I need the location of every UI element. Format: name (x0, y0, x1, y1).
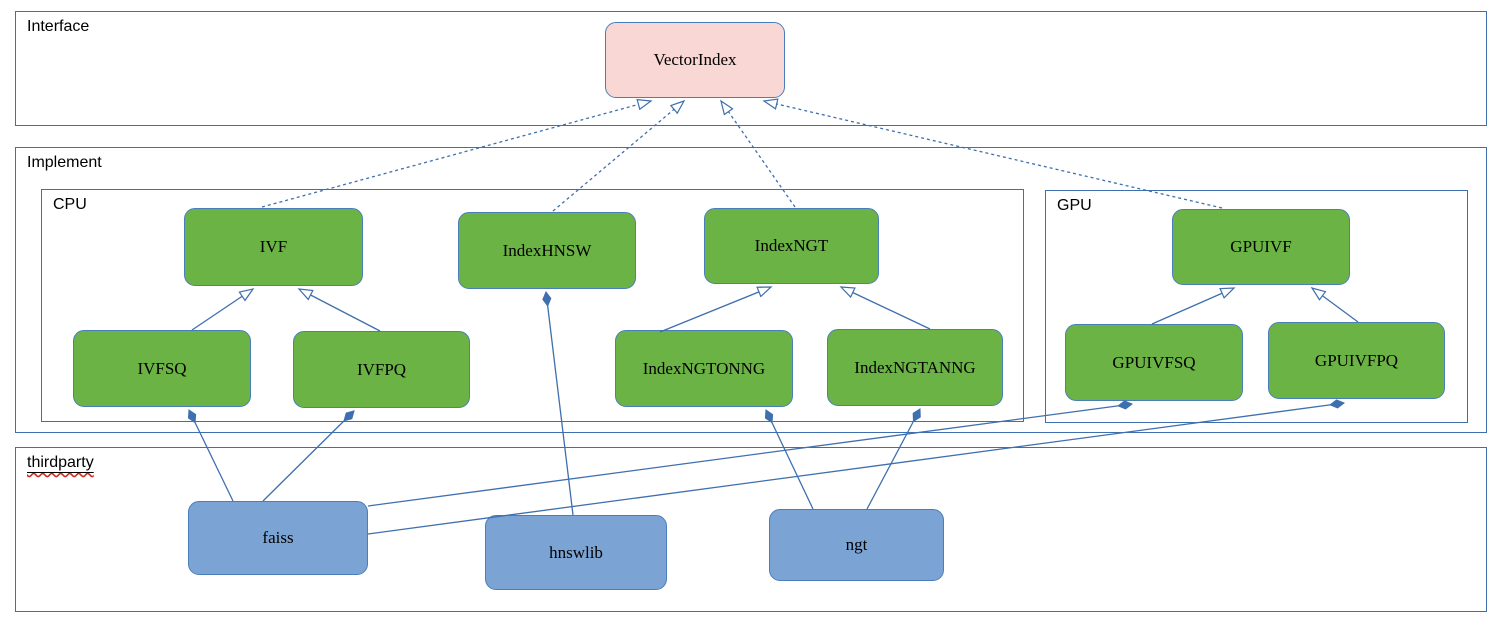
node-indexngtonng: IndexNGTONNG (615, 330, 793, 407)
section-cpu-label: CPU (53, 196, 87, 213)
node-vectorindex-label: VectorIndex (653, 50, 737, 69)
node-indexhnsw-label: IndexHNSW (502, 240, 592, 260)
node-indexngtonng-label: IndexNGTONNG (642, 358, 766, 378)
node-gpuivf: GPUIVF (1172, 209, 1350, 285)
node-ivfpq: IVFPQ (293, 331, 470, 408)
node-ivf: IVF (184, 208, 363, 286)
node-gpuivfsq-label: GPUIVFSQ (1112, 352, 1196, 372)
node-hnswlib-label: hnswlib (549, 542, 603, 562)
node-vectorindex: VectorIndex (605, 22, 785, 98)
section-gpu-label: GPU (1057, 197, 1092, 214)
node-ivfsq: IVFSQ (73, 330, 251, 407)
node-ngt-label: ngt (845, 535, 868, 554)
node-indexngt-label: IndexNGT (754, 236, 829, 255)
spellcheck-squiggle: thirdparty (27, 454, 94, 471)
section-implement-label: Implement (27, 154, 102, 171)
node-faiss: faiss (188, 501, 368, 575)
node-ivfpq-label: IVFPQ (356, 359, 407, 379)
section-thirdparty-label: thirdparty (27, 454, 94, 472)
node-gpuivfpq: GPUIVFPQ (1268, 322, 1445, 399)
node-ngt: ngt (769, 509, 944, 581)
node-indexngtanng: IndexNGTANNG (827, 329, 1003, 406)
node-indexngt: IndexNGT (704, 208, 879, 284)
node-hnswlib: hnswlib (485, 515, 667, 590)
node-gpuivfpq-label: GPUIVFPQ (1314, 350, 1399, 370)
node-faiss-label: faiss (262, 528, 294, 547)
node-ivf-label: IVF (259, 237, 288, 256)
section-interface-label: Interface (27, 18, 90, 35)
node-indexngtanng-label: IndexNGTANNG (854, 357, 976, 377)
node-ivfsq-label: IVFSQ (137, 358, 187, 378)
node-gpuivfsq: GPUIVFSQ (1065, 324, 1243, 401)
node-indexhnsw: IndexHNSW (458, 212, 636, 289)
node-gpuivf-label: GPUIVF (1230, 237, 1292, 256)
